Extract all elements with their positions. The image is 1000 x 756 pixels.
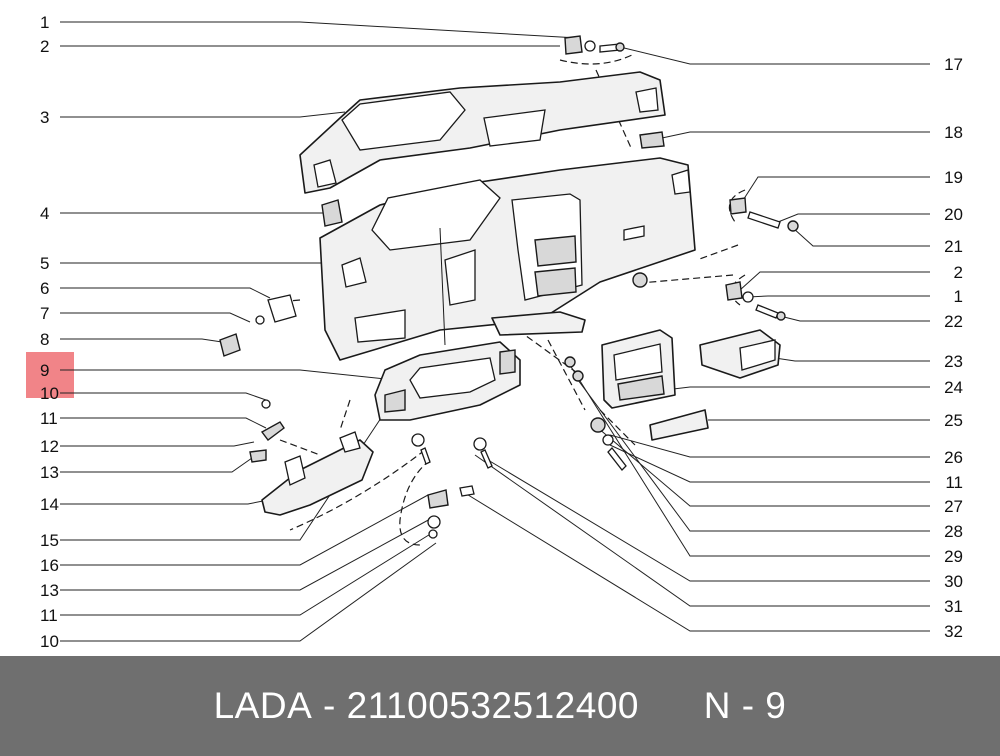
dashboard-main-body bbox=[319, 157, 696, 361]
leader-left-1 bbox=[60, 21, 579, 39]
callout-right-20: 20 bbox=[944, 205, 963, 224]
callout-left-12: 12 bbox=[40, 437, 59, 456]
callout-right-21: 21 bbox=[944, 237, 963, 256]
callout-left-6: 6 bbox=[40, 279, 49, 298]
leader-right-23 bbox=[774, 357, 930, 362]
callout-right-19: 19 bbox=[944, 168, 963, 187]
leader-right-22 bbox=[779, 315, 930, 322]
callout-left-15: 15 bbox=[40, 531, 59, 550]
leader-left-13 bbox=[60, 517, 433, 591]
leader-left-11 bbox=[60, 532, 433, 616]
leader-right-1 bbox=[747, 295, 930, 298]
callout-right-32: 32 bbox=[944, 622, 963, 641]
leader-left-9 bbox=[60, 369, 396, 381]
callout-right-26: 26 bbox=[944, 448, 963, 467]
leader-left-7 bbox=[60, 312, 251, 323]
console-frame-and-pockets bbox=[601, 329, 781, 441]
caption-separator: - bbox=[312, 685, 347, 726]
callout-right-27: 27 bbox=[944, 497, 963, 516]
callout-left-11: 11 bbox=[40, 409, 58, 428]
leader-right-30 bbox=[487, 459, 930, 582]
callout-right-30: 30 bbox=[944, 572, 963, 591]
leader-right-24 bbox=[664, 386, 930, 391]
callout-left-1: 1 bbox=[40, 13, 49, 32]
callout-right-24: 24 bbox=[944, 378, 963, 397]
callout-left-5: 5 bbox=[40, 254, 49, 273]
callout-right-11: 11 bbox=[945, 473, 963, 492]
fasteners bbox=[219, 35, 799, 539]
callout-left-9: 9 bbox=[40, 361, 49, 380]
leader-right-19 bbox=[737, 176, 930, 209]
leader-left-10 bbox=[60, 542, 437, 642]
leader-left-3 bbox=[60, 111, 346, 118]
callout-right-31: 31 bbox=[944, 597, 963, 616]
callout-right-1: 1 bbox=[954, 287, 963, 306]
callout-9-highlight bbox=[26, 352, 74, 398]
leader-left-12 bbox=[60, 441, 255, 447]
callout-right-22: 22 bbox=[944, 312, 963, 331]
callout-left-14: 14 bbox=[40, 495, 59, 514]
callout-left-16: 16 bbox=[40, 556, 59, 575]
glove-box-lid bbox=[261, 431, 374, 516]
callout-reference: N - 9 bbox=[703, 685, 787, 726]
leader-right-32 bbox=[459, 489, 930, 632]
callout-right-2: 2 bbox=[954, 263, 963, 282]
callout-right-29: 29 bbox=[944, 547, 963, 566]
leader-right-31 bbox=[474, 454, 930, 607]
leader-left-14 bbox=[60, 499, 269, 505]
callout-right-28: 28 bbox=[944, 522, 963, 541]
part-number: 21100532512400 bbox=[346, 685, 639, 726]
leader-left-6 bbox=[60, 287, 271, 299]
dash-top-panel bbox=[299, 71, 666, 194]
leader-right-11 bbox=[609, 444, 930, 483]
callout-left-13: 13 bbox=[40, 581, 59, 600]
leader-right-20 bbox=[777, 213, 930, 223]
leader-right-2 bbox=[739, 271, 930, 291]
leader-right-26 bbox=[609, 434, 930, 458]
callout-right-23: 23 bbox=[944, 352, 963, 371]
callout-left-4: 4 bbox=[40, 204, 49, 223]
callout-left-11: 11 bbox=[40, 606, 58, 625]
leader-left-8 bbox=[60, 338, 223, 343]
leader-left-10 bbox=[60, 392, 267, 401]
brand-name: LADA bbox=[213, 685, 313, 726]
callout-right-17: 17 bbox=[944, 55, 963, 74]
callout-left-8: 8 bbox=[40, 330, 49, 349]
leader-right-21 bbox=[792, 227, 930, 247]
callout-right-18: 18 bbox=[944, 123, 963, 142]
leader-left-13 bbox=[60, 457, 253, 473]
leader-right-17 bbox=[619, 46, 930, 65]
instrument-cluster-bezel bbox=[374, 341, 521, 421]
leader-right-18 bbox=[661, 131, 930, 139]
leader-lines bbox=[60, 21, 930, 642]
leader-left-11 bbox=[60, 417, 267, 429]
callout-left-13: 13 bbox=[40, 463, 59, 482]
callout-left-10: 10 bbox=[40, 632, 59, 651]
part-caption-bar: LADA - 21100532512400 N - 9 bbox=[0, 656, 1000, 756]
callout-right-25: 25 bbox=[944, 411, 963, 430]
callout-left-3: 3 bbox=[40, 108, 49, 127]
leader-right-29 bbox=[569, 364, 930, 557]
callout-left-10: 10 bbox=[40, 384, 59, 403]
callout-left-7: 7 bbox=[40, 304, 49, 323]
leader-right-28 bbox=[577, 379, 930, 532]
leader-right-27 bbox=[597, 427, 930, 507]
caption-gap bbox=[639, 685, 704, 727]
leader-left-16 bbox=[60, 494, 429, 566]
callout-left-2: 2 bbox=[40, 37, 49, 56]
